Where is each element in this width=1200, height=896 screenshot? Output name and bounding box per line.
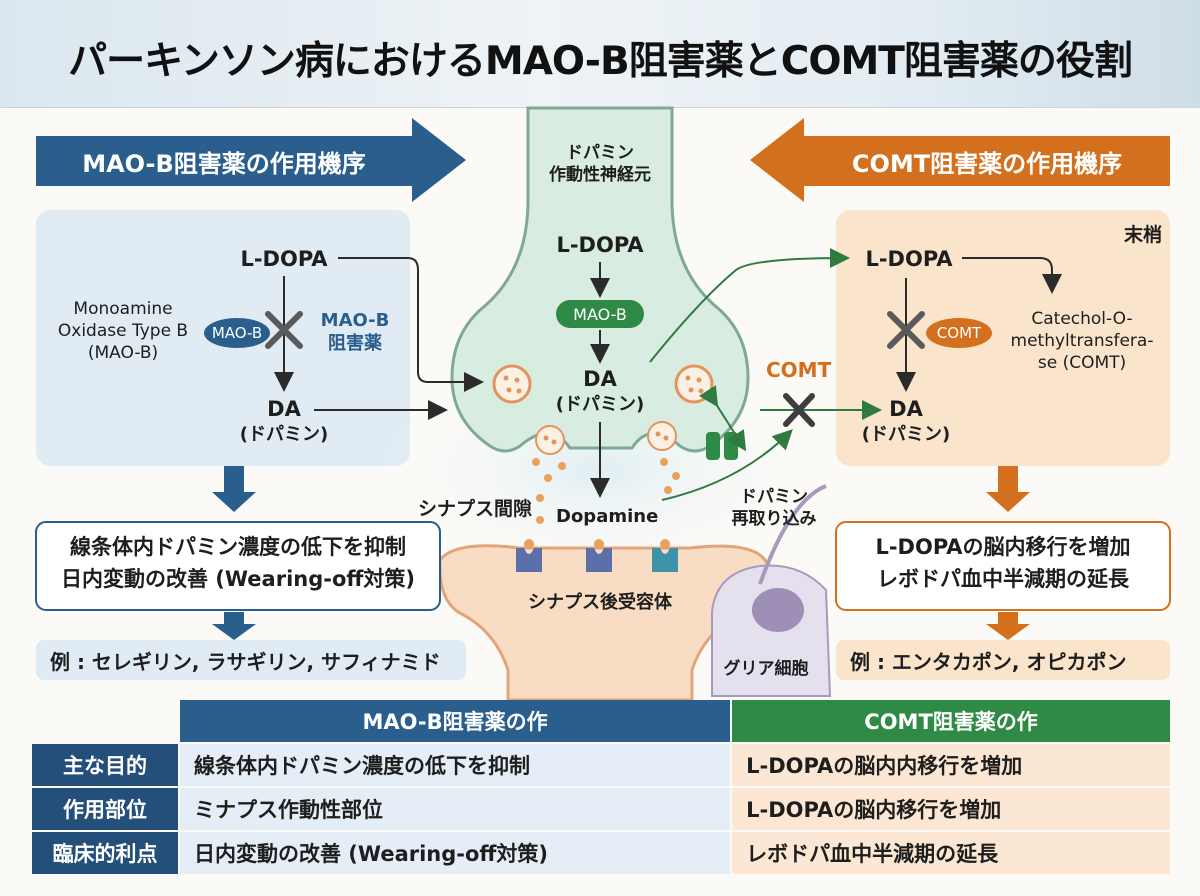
receptor-3 [652, 539, 678, 572]
left-example-box [36, 640, 466, 680]
table-corner [32, 700, 178, 742]
left-down-arrow-2 [212, 612, 256, 640]
table-head-comt: COMT阻害薬の作 [732, 700, 1170, 742]
center-da-jp: (ドパミン) [555, 394, 645, 415]
reuptake-label: ドパミン 再取り込み [731, 487, 817, 530]
vesicle-right [674, 364, 714, 404]
right-down-arrow-1 [986, 466, 1030, 512]
row-comt-cell: L-DOPAの脳内内移行を増加 [732, 744, 1170, 786]
neuron-label: ドパミン 作動性神経元 [549, 143, 651, 186]
left-banner: MAO-B阻害薬の作用機序 [82, 149, 366, 178]
receptor-2 [586, 539, 612, 572]
mao-b-block-left [265, 311, 303, 349]
receptor-1 [516, 539, 542, 572]
row-comt-cell: レボドパ血中半減期の延長 [732, 832, 1170, 874]
left-banner-arrow [36, 118, 466, 202]
table-row: 主な目的 線条体内ドパミン濃度の低下を抑制 L-DOPAの脳内内移行を増加 [32, 744, 1170, 786]
right-panel [836, 210, 1170, 466]
dopamine-label: Dopamine [556, 506, 659, 527]
right-enzyme-oval: COMT [926, 318, 992, 348]
right-effect-text: L-DOPAの脳内移行を増加 レボドパ血中半減期の延長 [875, 535, 1131, 591]
vesicle-release-right [647, 421, 677, 451]
left-inhibitor: MAO-B 阻害薬 [320, 310, 390, 354]
right-example: 例 : エンタカポン, オピカポン [850, 649, 1127, 674]
left-ldopa: L-DOPA [240, 247, 328, 271]
table-row: 作用部位 ミナプス作動性部位 L-DOPAの脳内移行を増加 [32, 788, 1170, 830]
dopamine-molecules [532, 458, 680, 524]
left-enzyme-oval: MAO-B [204, 318, 270, 348]
right-banner: COMT阻害薬の作用機序 [851, 149, 1123, 178]
left-effect-box [35, 521, 441, 611]
row-label: 作用部位 [32, 788, 178, 830]
page-title: パーキンソン病におけるMAO-B阻害薬とCOMT阻害薬の役割 [68, 39, 1133, 84]
vesicle-left [492, 364, 532, 404]
center-ldopa: L-DOPA [556, 233, 644, 257]
left-da-jp: (ドパミン) [239, 424, 329, 445]
left-example: 例 : セレギリン, ラサギリン, サフィナミド [50, 649, 441, 674]
periphery-label: 末梢 [1123, 224, 1162, 246]
left-effect-text: 線条体内ドパミン濃度の低下を抑制 日内変動の改善 (Wearing-off対策) [60, 535, 416, 591]
row-comt-cell: L-DOPAの脳内移行を増加 [732, 788, 1170, 830]
table-head-mao-b: MAO-B阻害薬の作 [180, 700, 731, 742]
row-mao-b-cell: 線条体内ドパミン濃度の低下を抑制 [180, 744, 731, 786]
right-effect-box [835, 521, 1171, 611]
comt-center-label: COMT [766, 358, 832, 382]
right-example-box [836, 640, 1170, 680]
left-da: DA [267, 397, 301, 421]
right-down-arrow-2 [986, 612, 1030, 640]
right-enzyme-full: Catechol-O- methyltransfera- se (COMT) [1010, 309, 1154, 374]
row-label: 主な目的 [32, 744, 178, 786]
center-enzyme: MAO-B [556, 300, 644, 328]
comt-block-center [783, 393, 815, 427]
right-da: DA [889, 397, 923, 421]
row-label: 臨床的利点 [32, 832, 178, 874]
left-enzyme-full: Monoamine Oxidase Type B (MAO-B) [57, 299, 189, 364]
right-banner-arrow [750, 118, 1170, 202]
left-down-arrow-1 [212, 466, 256, 512]
receptor-label: シナプス後受容体 [528, 592, 672, 613]
row-mao-b-cell: ミナプス作動性部位 [180, 788, 731, 830]
right-da-jp: (ドパミン) [861, 424, 951, 445]
glia-label: グリア細胞 [723, 659, 809, 679]
title-band [0, 0, 1200, 108]
comparison-table: MAO-B阻害薬の作 COMT阻害薬の作 主な目的 線条体内ドパミン濃度の低下を… [30, 698, 1172, 876]
right-ldopa: L-DOPA [865, 247, 953, 271]
center-da: DA [583, 367, 617, 391]
table-row: 臨床的利点 日内変動の改善 (Wearing-off対策) レボドパ血中半減期の… [32, 832, 1170, 874]
table-header-row: MAO-B阻害薬の作 COMT阻害薬の作 [32, 700, 1170, 742]
comt-block-right [887, 311, 925, 349]
synaptic-cleft-label: シナプス間隙 [418, 498, 533, 520]
row-mao-b-cell: 日内変動の改善 (Wearing-off対策) [180, 832, 731, 874]
vesicle-release-left [535, 425, 565, 455]
